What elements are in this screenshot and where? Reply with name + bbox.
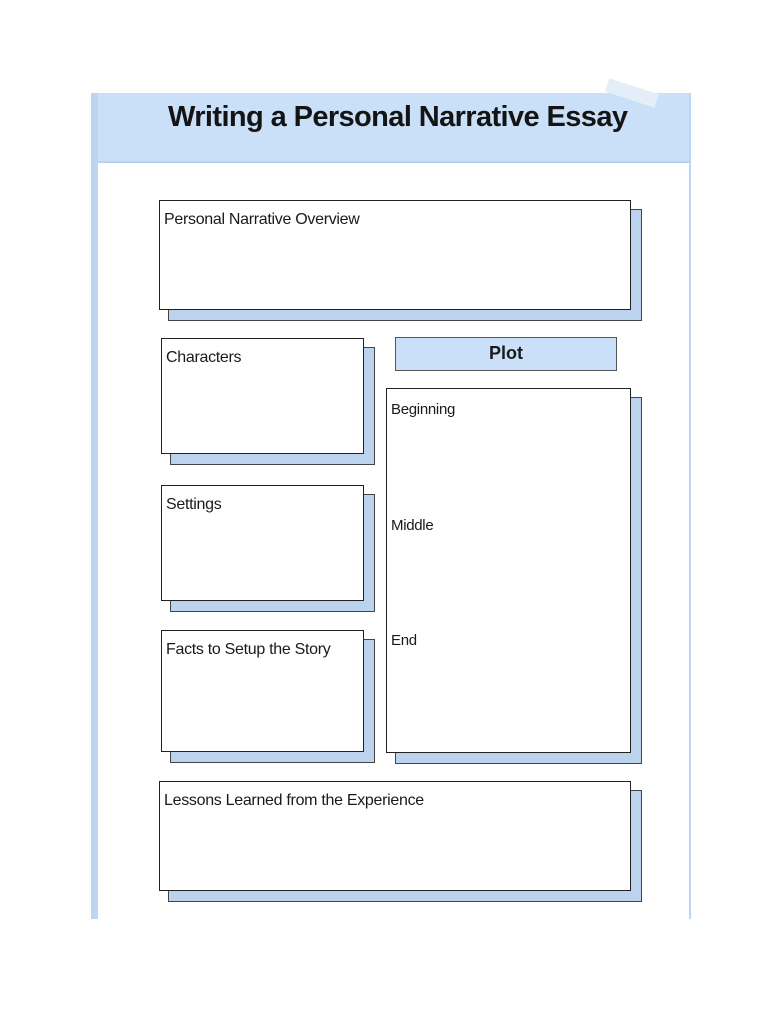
plot-beginning-label: Beginning — [391, 401, 456, 418]
plot-box[interactable]: Beginning Middle End — [386, 388, 631, 753]
page-title: Writing a Personal Narrative Essay — [168, 101, 628, 133]
plot-middle-label: Middle — [391, 517, 434, 534]
title-banner: Writing a Personal Narrative Essay — [98, 93, 689, 163]
settings-box[interactable]: Settings — [161, 485, 364, 601]
paper-corner-decoration — [600, 76, 662, 110]
settings-label: Settings — [166, 496, 222, 513]
facts-box[interactable]: Facts to Setup the Story — [161, 630, 364, 752]
plot-end-label: End — [391, 632, 417, 649]
lessons-label: Lessons Learned from the Experience — [164, 792, 424, 809]
characters-box[interactable]: Characters — [161, 338, 364, 454]
lessons-box[interactable]: Lessons Learned from the Experience — [159, 781, 631, 891]
characters-label: Characters — [166, 349, 242, 366]
overview-box[interactable]: Personal Narrative Overview — [159, 200, 631, 310]
facts-label: Facts to Setup the Story — [166, 641, 331, 658]
overview-label: Personal Narrative Overview — [164, 211, 360, 228]
plot-heading: Plot — [395, 337, 617, 371]
